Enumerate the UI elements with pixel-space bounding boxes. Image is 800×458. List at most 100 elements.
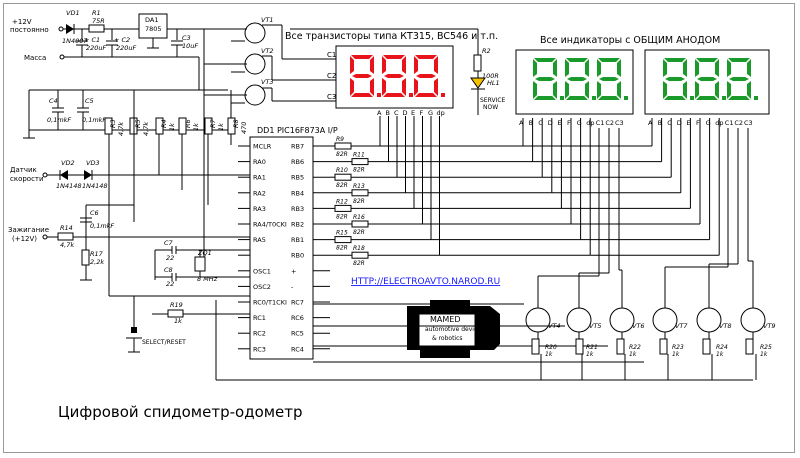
ignition-input	[42, 204, 250, 281]
green-display-1-pin: dp	[586, 119, 594, 127]
service-led	[290, 28, 486, 115]
r1-ref: R1	[92, 9, 101, 17]
segment-resistor-ref: R11	[353, 152, 365, 159]
resistor-r23	[659, 338, 668, 355]
transistor-ref: VT8	[719, 322, 732, 330]
label-select-reset: SELECT/RESET	[142, 339, 186, 346]
mcu-right-pin: -	[291, 283, 294, 291]
resistor-r3	[104, 117, 113, 135]
label-ignition-2: (+12V)	[12, 235, 37, 243]
hl1-ref: HL1	[487, 79, 500, 87]
led-hl1-icon	[470, 77, 486, 89]
green-display-2-pin: A	[648, 119, 653, 127]
green-display-1-pin: G	[577, 119, 582, 127]
vt2-ref: VT2	[261, 47, 274, 55]
transistor-vt7	[652, 307, 678, 333]
base-resistor-val: 1k	[629, 351, 637, 358]
segment-resistor-val: 82R	[353, 229, 365, 236]
logo-brand: MAMED	[430, 315, 461, 324]
r8-val: 470	[240, 122, 248, 134]
mcu-dd1	[249, 136, 314, 360]
terminal-speed	[42, 172, 48, 178]
diode-vd1-icon	[66, 24, 74, 34]
red-common-c3: C3	[327, 93, 336, 101]
r5-val: 4,7k	[142, 122, 150, 136]
base-resistor-ref: R20	[545, 344, 557, 351]
hl1-label-1: SERVICE	[480, 97, 506, 104]
transistor-vt8	[696, 307, 722, 333]
mcu-left-pin: OSC2	[253, 283, 271, 291]
cathode-drivers	[215, 300, 766, 381]
zq1-val: 8 MHz	[197, 275, 218, 283]
mcu-left-pin: RC3	[253, 345, 266, 353]
green-display-2-pin: D	[677, 119, 682, 127]
mcu-left-pin: RA0	[253, 158, 266, 166]
c7-val: 22	[166, 254, 174, 262]
label-supply-1: +12V	[12, 18, 32, 26]
green-display-2-pin: C	[667, 119, 672, 127]
green-display-2-pin: G	[706, 119, 711, 127]
transistor-ref: VT5	[589, 322, 602, 330]
transistor-vt6	[609, 307, 635, 333]
generated-labels: MCLRRA0RA1RA2RA3RA4/T0CKIRA5OSC1OSC2RC0/…	[253, 109, 776, 358]
anode-drivers	[204, 22, 336, 106]
red-display-pin: A	[377, 109, 382, 117]
r19-val: 1k	[174, 317, 182, 325]
r7-ref: R7	[209, 118, 217, 128]
zq1-ref: ZQ1	[197, 249, 212, 257]
r4-ref: R4	[160, 119, 168, 128]
r14-ref: R14	[60, 224, 73, 232]
red-display-pin: D	[403, 109, 408, 117]
green-display-1-pin: D	[548, 119, 553, 127]
c2-ref: + C2	[114, 36, 130, 44]
power-supply	[23, 13, 236, 296]
r7-val: 1k	[217, 123, 225, 131]
base-resistor-ref: R23	[672, 344, 684, 351]
button-section	[109, 295, 250, 353]
green-display-1-pin: B	[529, 119, 533, 127]
vd2-ref: VD2	[61, 159, 75, 167]
site-url: HTTP://ELECTROAVTO.NAROD.RU	[351, 277, 500, 287]
segment-resistor	[334, 236, 352, 244]
segment-resistor	[334, 173, 352, 181]
resistor-r2	[473, 54, 482, 72]
vd2-val: 1N4148	[56, 182, 82, 190]
resistor-r21	[575, 338, 584, 355]
r2-ref: R2	[482, 47, 491, 55]
transistor-ref: VT4	[548, 322, 561, 330]
r19-ref: R19	[170, 301, 183, 309]
segment-resistor-ref: R13	[353, 183, 365, 190]
segment-resistor	[351, 158, 369, 166]
crystal-zq1	[194, 256, 206, 272]
red-display-pin: C	[394, 109, 399, 117]
green-display-2-pin: C1	[725, 119, 734, 127]
c4-val: 0,1mkF	[47, 116, 71, 124]
transistor-vt4	[525, 307, 551, 333]
mamed-logo	[407, 300, 500, 358]
segment-resistor-val: 82R	[336, 182, 348, 189]
red-display-pin: dp	[437, 109, 445, 117]
mcu-left-pin: RA2	[253, 189, 266, 197]
c4-ref: C4	[49, 97, 58, 105]
select-reset-button	[131, 327, 137, 333]
mcu-right-pin: RB1	[291, 236, 304, 244]
resistor-r19	[167, 309, 184, 318]
green-display-1-pin: C3	[615, 119, 624, 127]
r6-ref: R6	[184, 119, 192, 128]
r3-val: 4,7k	[117, 122, 125, 136]
green-display-1-pin: A	[519, 119, 524, 127]
mcu-left-pin: RA3	[253, 205, 266, 213]
label-speed-2: скорости	[10, 175, 44, 183]
vd3-ref: VD3	[86, 159, 100, 167]
crystal-section	[154, 246, 250, 281]
vd3-val: 1N4148	[82, 182, 108, 190]
mcu-left-pin: RA1	[253, 174, 266, 182]
green-display-1-pin: C2	[605, 119, 614, 127]
r8-ref: R8	[232, 119, 240, 128]
red-display-pin: G	[428, 109, 433, 117]
mcu-right-pin: RC5	[291, 330, 304, 338]
c7-ref: C7	[164, 239, 174, 247]
mcu-left-pin: RC1	[253, 314, 266, 322]
transistor-ref: VT9	[763, 322, 776, 330]
segment-resistor-ref: R15	[336, 230, 348, 237]
